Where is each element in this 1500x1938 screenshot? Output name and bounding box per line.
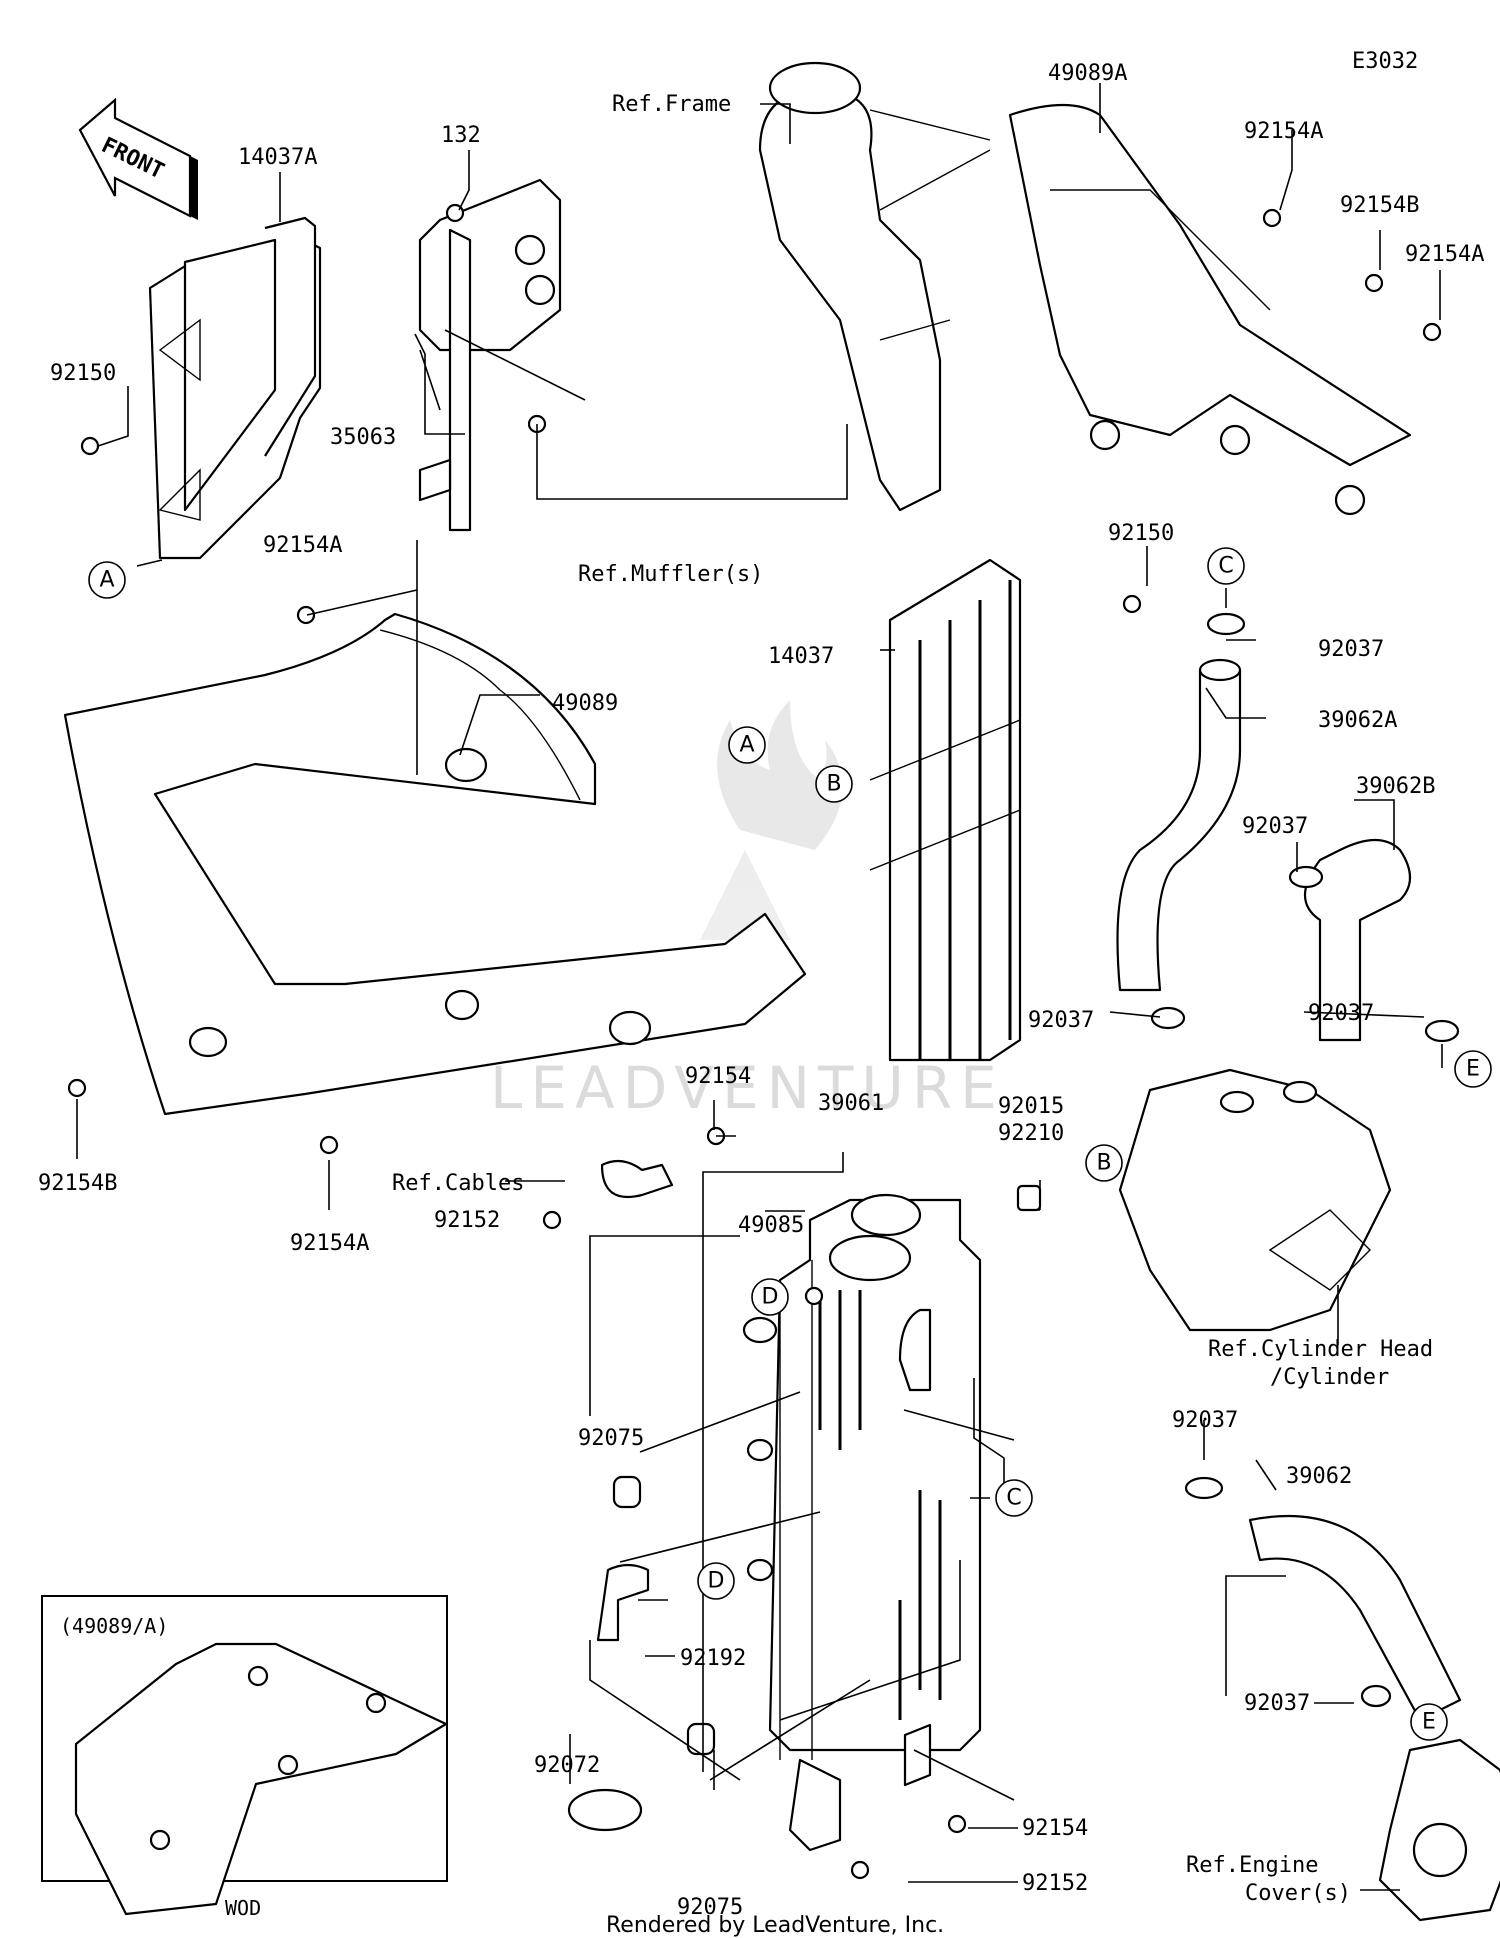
label-92154-upper: 92154 bbox=[685, 1064, 751, 1089]
callout-e-bottom: E bbox=[1410, 1703, 1448, 1741]
svg-text:A: A bbox=[99, 568, 114, 593]
cylinder-head bbox=[1118, 1068, 1392, 1332]
label-92154a-right: 92154A bbox=[1405, 242, 1484, 267]
label-92154a-low: 92154A bbox=[290, 1231, 369, 1256]
hose-39062 bbox=[1248, 1514, 1462, 1722]
svg-text:C: C bbox=[1006, 1486, 1021, 1511]
svg-text:E: E bbox=[1422, 1710, 1436, 1735]
label-14037: 14037 bbox=[768, 644, 834, 669]
callout-c-mid: C bbox=[995, 1479, 1033, 1517]
callout-a-right: A bbox=[728, 726, 766, 764]
label-49089a: 49089A bbox=[1048, 61, 1127, 86]
hose-39062a bbox=[1116, 658, 1242, 992]
clamps bbox=[567, 612, 1460, 1832]
label-92154a-mid: 92154A bbox=[263, 533, 342, 558]
label-92150-left: 92150 bbox=[50, 361, 116, 386]
label-ref-mufflers: Ref.Muffler(s) bbox=[578, 562, 763, 587]
label-92150-mid: 92150 bbox=[1108, 521, 1174, 546]
bolts bbox=[67, 203, 1442, 1880]
watermark: LEADVENTURE bbox=[490, 700, 1005, 1122]
label-49089: 49089 bbox=[552, 691, 618, 716]
svg-text:B: B bbox=[1096, 1151, 1111, 1176]
louver-right-14037 bbox=[869, 558, 1022, 1062]
label-92154b-top: 92154B bbox=[1340, 193, 1419, 218]
label-92037-right: 92037 bbox=[1308, 1001, 1374, 1026]
label-92152-lower: 92152 bbox=[1022, 1871, 1088, 1896]
label-39061: 39061 bbox=[818, 1091, 884, 1116]
shroud-left-49089 bbox=[63, 612, 807, 1116]
label-92037-left: 92037 bbox=[1028, 1008, 1094, 1033]
frame bbox=[758, 61, 991, 512]
svg-text:D: D bbox=[762, 1285, 779, 1310]
label-ref-engine-covers: Cover(s) bbox=[1245, 1881, 1351, 1906]
label-92154a-top: 92154A bbox=[1244, 119, 1323, 144]
label-39062b: 39062B bbox=[1356, 774, 1435, 799]
label-92154-lower: 92154 bbox=[1022, 1816, 1088, 1841]
leader-lines bbox=[76, 83, 1443, 1891]
radiator-cap-49085 bbox=[850, 1193, 922, 1237]
label-ref-cylinder-head: Ref.Cylinder Head bbox=[1208, 1337, 1433, 1362]
label-35063: 35063 bbox=[330, 425, 396, 450]
logo-mark-icon bbox=[700, 850, 790, 940]
shroud-right-49089a bbox=[1008, 103, 1412, 516]
label-92192: 92192 bbox=[680, 1646, 746, 1671]
diagram-code: E3032 bbox=[1352, 49, 1418, 74]
label-92015: 92015 bbox=[998, 1094, 1064, 1119]
label-ref-cylinder: /Cylinder bbox=[1270, 1365, 1389, 1390]
callout-b-left: B bbox=[815, 765, 853, 803]
svg-text:D: D bbox=[708, 1569, 725, 1594]
inset-title: (49089/A) bbox=[60, 1614, 168, 1638]
label-92152-upper: 92152 bbox=[434, 1208, 500, 1233]
front-arrow-icon: FRONT bbox=[78, 97, 198, 220]
label-92037-mid: 92037 bbox=[1242, 814, 1308, 839]
label-49085: 49085 bbox=[738, 1213, 804, 1238]
label-132: 132 bbox=[441, 123, 481, 148]
label-92210: 92210 bbox=[998, 1121, 1064, 1146]
callout-e-right: E bbox=[1454, 1050, 1492, 1088]
svg-text:B: B bbox=[826, 772, 841, 797]
callout-a-left: A bbox=[88, 561, 126, 599]
hose-92192 bbox=[596, 1563, 650, 1642]
bracket-35063 bbox=[418, 178, 562, 532]
label-92037-top: 92037 bbox=[1318, 637, 1384, 662]
callout-b-right: B bbox=[1085, 1144, 1123, 1182]
hose-39062b bbox=[1304, 839, 1412, 1042]
svg-text:E: E bbox=[1466, 1057, 1480, 1082]
cable-clip bbox=[600, 1159, 674, 1199]
label-ref-engine: Ref.Engine bbox=[1186, 1853, 1318, 1878]
part-labels: 14037A 92150 132 35063 Ref.Frame Ref.Muf… bbox=[38, 61, 1484, 1920]
footer-credit: Rendered by LeadVenture, Inc. bbox=[606, 1913, 944, 1938]
label-39062a: 39062A bbox=[1318, 708, 1397, 733]
watermark-text: LEADVENTURE bbox=[490, 1054, 1005, 1122]
label-14037a: 14037A bbox=[238, 145, 317, 170]
clamp-92072 bbox=[567, 1788, 643, 1832]
inset-49089a bbox=[41, 1595, 448, 1916]
callout-d-lower: D bbox=[697, 1562, 735, 1600]
label-39062: 39062 bbox=[1286, 1464, 1352, 1489]
engine-cover bbox=[1378, 1738, 1500, 1922]
label-92037-lower: 92037 bbox=[1172, 1408, 1238, 1433]
callout-d-top: D bbox=[751, 1278, 789, 1316]
svg-text:A: A bbox=[739, 733, 754, 758]
label-92154b-left: 92154B bbox=[38, 1171, 117, 1196]
grommets bbox=[612, 1184, 1042, 1756]
label-92072: 92072 bbox=[534, 1753, 600, 1778]
label-ref-frame: Ref.Frame bbox=[612, 92, 731, 117]
radiator-39061 bbox=[742, 1198, 982, 1852]
label-92037-bottom: 92037 bbox=[1244, 1691, 1310, 1716]
label-92075-upper: 92075 bbox=[578, 1426, 644, 1451]
inset-caption: WOD bbox=[225, 1896, 261, 1920]
flame-logo-icon bbox=[717, 700, 843, 850]
label-92075-lower: 92075 bbox=[677, 1895, 743, 1920]
louver-left-14037a bbox=[148, 216, 322, 560]
svg-text:C: C bbox=[1218, 554, 1233, 579]
callout-c-top: C bbox=[1207, 547, 1245, 585]
label-ref-cables: Ref.Cables bbox=[392, 1171, 524, 1196]
